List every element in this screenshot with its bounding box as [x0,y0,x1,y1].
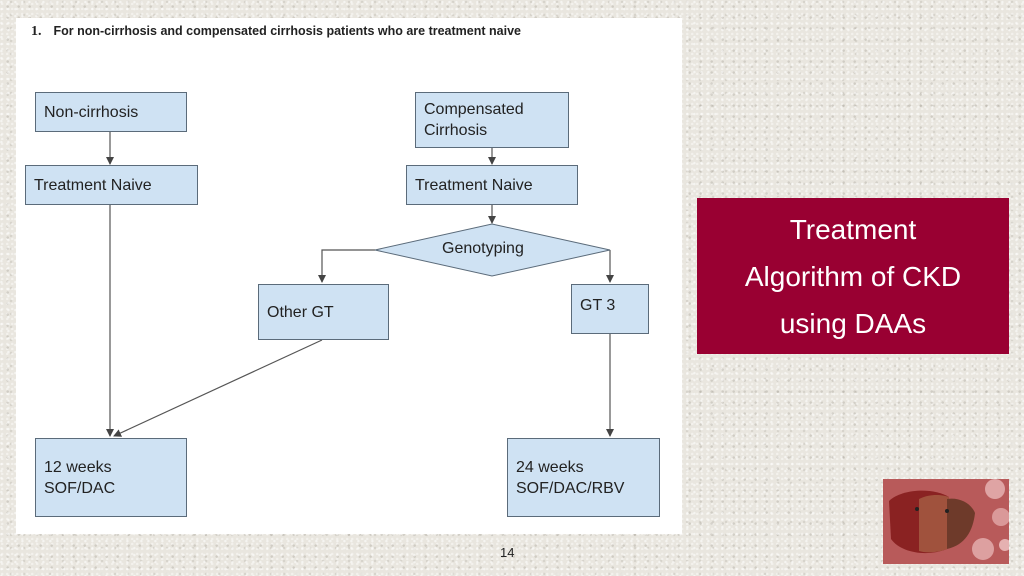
slide-title-line3: using DAAs [779,307,927,339]
node-other-gt-label: Other GT [267,303,334,321]
node-gt3-label: GT 3 [580,297,616,314]
liver-drawing [883,479,1009,564]
node-result-12-weeks-line2: SOF/DAC [44,480,116,497]
node-compensated-line1: Compensated [424,101,524,118]
node-compensated-cirrhosis: Compensated Cirrhosis [415,92,569,148]
heading-text: For non-cirrhosis and compensated cirrho… [53,24,521,38]
node-result-24-weeks-line1: 24 weeks [516,459,584,476]
node-genotyping-label: Genotyping [442,240,524,257]
node-non-cirrhosis-label: Non-cirrhosis [44,103,139,121]
figure-heading: 1. For non-cirrhosis and compensated cirr… [31,24,521,40]
node-result-12-weeks: 12 weeks SOF/DAC [35,438,187,517]
node-result-24-weeks: 24 weeks SOF/DAC/RBV [507,438,660,517]
arrow-genotyping-to-othergt [318,249,375,283]
slide-title-panel: Treatment Algorithm of CKD using DAAs [697,198,1009,354]
node-result-12-weeks-line1: 12 weeks [44,459,112,476]
connector-lines [106,131,614,437]
page-number: 14 [500,545,515,560]
liver-illustration [883,479,1009,564]
node-result-24-weeks-line2: SOF/DAC/RBV [516,480,625,497]
node-treatment-naive-right: Treatment Naive [406,165,578,205]
arrow-othergt-to-12weeks [113,339,323,437]
node-compensated-line2: Cirrhosis [424,122,488,139]
node-other-gt: Other GT [258,284,389,340]
node-treatment-naive-right-label: Treatment Naive [415,176,533,194]
flowchart-figure: 1. For non-cirrhosis and compensated cirr… [16,18,682,534]
node-non-cirrhosis: Non-cirrhosis [35,92,187,132]
slide-title-line2: Algorithm of CKD [744,260,962,292]
node-treatment-naive-left: Treatment Naive [25,165,198,205]
slide-title-line1: Treatment [789,213,917,245]
heading-number: 1. [31,24,42,39]
genotyping-diamond [374,223,611,277]
node-treatment-naive-left-label: Treatment Naive [34,176,152,194]
node-gt3: GT 3 [571,284,649,334]
